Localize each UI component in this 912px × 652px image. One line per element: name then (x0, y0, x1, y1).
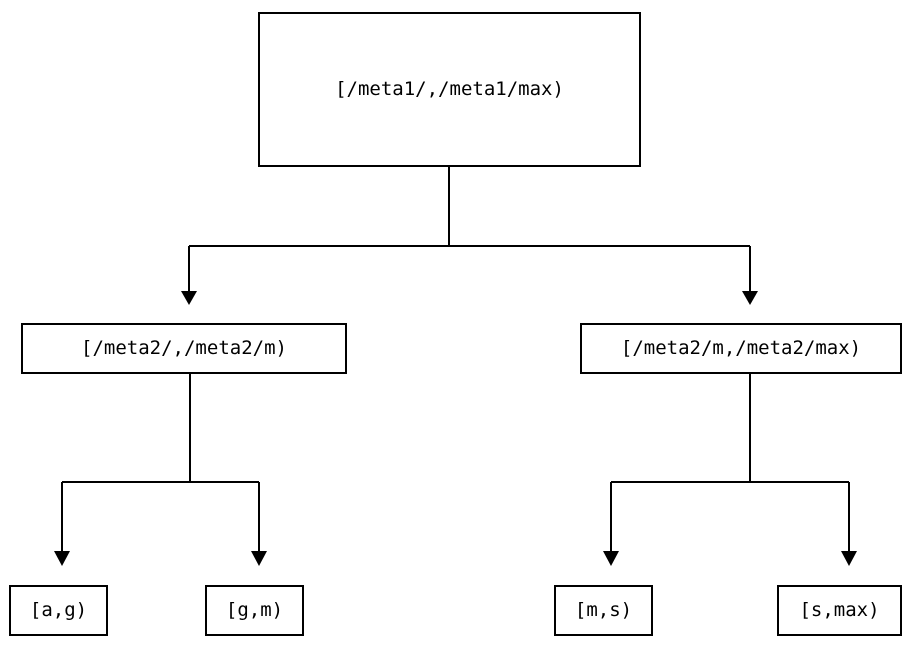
node-mid-left-label: [/meta2/,/meta2/m) (81, 337, 287, 359)
node-leaf-m-s-label: [m,s) (574, 599, 633, 621)
node-leaf-s-max-label: [s,max) (799, 599, 880, 621)
arrow-to-leaf2-icon (251, 551, 267, 566)
node-leaf-m-s[interactable]: [m,s) (554, 585, 653, 636)
node-leaf-g-m[interactable]: [g,m) (205, 585, 304, 636)
node-leaf-g-m-label: [g,m) (225, 599, 284, 621)
node-root-label: [/meta1/,/meta1/max) (335, 78, 564, 100)
node-mid-left[interactable]: [/meta2/,/meta2/m) (21, 323, 347, 374)
node-root[interactable]: [/meta1/,/meta1/max) (258, 12, 641, 167)
node-leaf-a-g-label: [a,g) (29, 599, 88, 621)
node-mid-right-label: [/meta2/m,/meta2/max) (620, 337, 862, 359)
arrow-to-leaf3-icon (603, 551, 619, 566)
node-leaf-a-g[interactable]: [a,g) (9, 585, 108, 636)
arrow-to-mid-left-icon (181, 291, 197, 305)
arrow-to-leaf1-icon (54, 551, 70, 566)
node-mid-right[interactable]: [/meta2/m,/meta2/max) (580, 323, 902, 374)
node-leaf-s-max[interactable]: [s,max) (777, 585, 902, 636)
arrow-to-leaf4-icon (841, 551, 857, 566)
arrow-to-mid-right-icon (742, 291, 758, 305)
